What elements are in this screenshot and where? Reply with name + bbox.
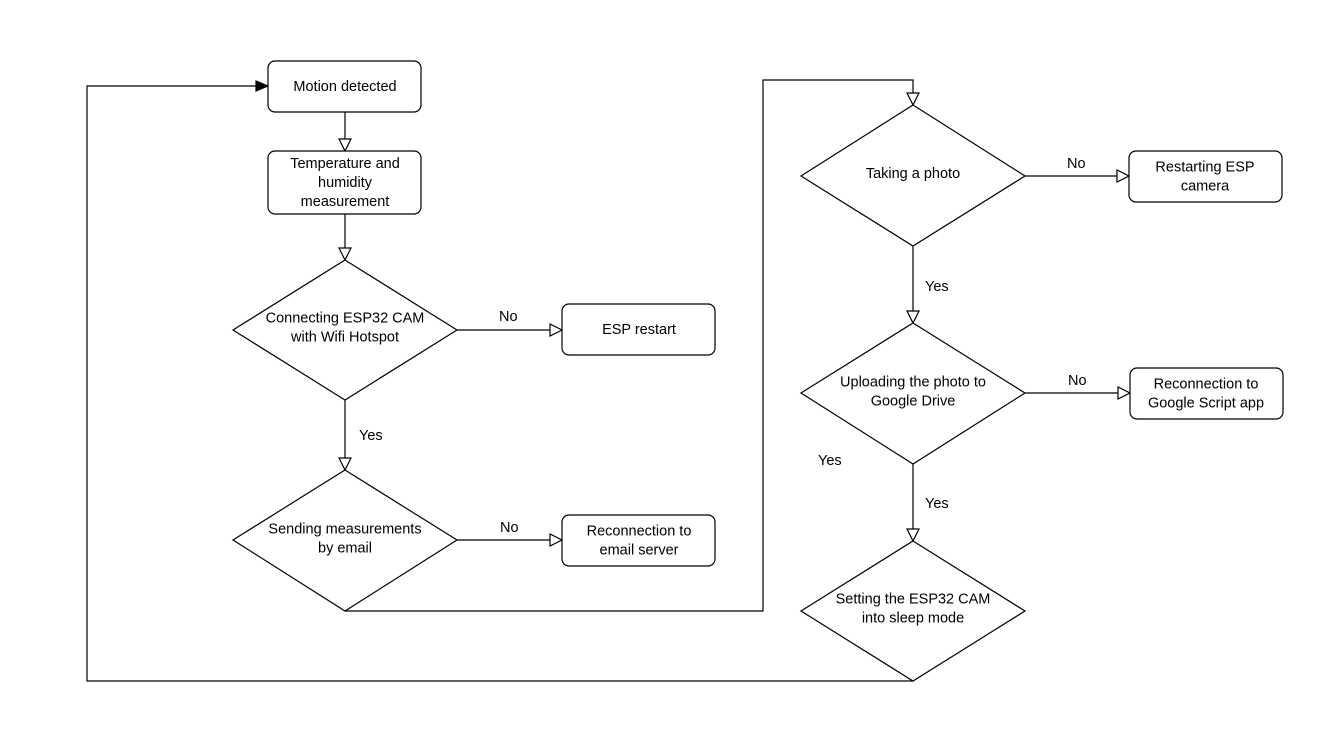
arrowhead: [906, 528, 920, 543]
node-label-line: humidity: [318, 175, 373, 191]
node-label-line: Temperature and: [290, 156, 400, 172]
edge-label-upload-yes: Yes: [925, 496, 949, 512]
node-label-line: Connecting ESP32 CAM: [266, 311, 425, 327]
arrowhead: [1117, 386, 1132, 400]
node-measurement: [267, 150, 422, 215]
arrowhead: [1116, 169, 1131, 183]
node-measurement-label: Temperature and humidity measurement: [290, 156, 400, 210]
node-label-line: measurement: [301, 194, 390, 210]
node-label-line: camera: [1181, 179, 1230, 195]
node-esp-restart-label: ESP restart: [602, 322, 676, 338]
node-label-line: Restarting ESP: [1155, 160, 1254, 176]
node-email-label: Sending measurements by email: [268, 522, 421, 557]
node-upload-decision: [799, 322, 1027, 465]
node-email-decision: [231, 469, 459, 612]
node-label-line: Taking a photo: [866, 166, 960, 182]
node-sleep-label: Setting the ESP32 CAM into sleep mode: [836, 592, 991, 627]
node-reconnect-script-label: Reconnection to Google Script app: [1148, 377, 1264, 412]
node-label-line: Motion detected: [293, 79, 396, 95]
node-photo-label: Taking a photo: [866, 166, 960, 182]
node-connect-decision: [231, 259, 459, 401]
node-reconnect-email-label: Reconnection to email server: [587, 524, 692, 559]
edge-label-upload-yes-left: Yes: [818, 453, 842, 469]
node-sleep: [799, 540, 1027, 682]
node-label-line: ESP restart: [602, 322, 676, 338]
node-photo-decision: [799, 104, 1027, 247]
arrowhead: [549, 533, 564, 547]
node-reconnect-email: [561, 514, 716, 567]
node-label-line: Reconnection to: [1154, 377, 1259, 393]
node-upload-label: Uploading the photo to Google Drive: [840, 375, 986, 410]
node-label-line: Reconnection to: [587, 524, 692, 540]
node-label-line: by email: [318, 541, 372, 557]
node-label-line: Google Drive: [871, 394, 956, 410]
node-label-line: Setting the ESP32 CAM: [836, 592, 991, 608]
arrowhead: [906, 92, 920, 107]
node-connect-label: Connecting ESP32 CAM with Wifi Hotspot: [266, 311, 425, 346]
edge-sleep-to-motion: [86, 85, 913, 682]
edge-label-email-no: No: [500, 520, 519, 536]
node-label-line: email server: [600, 543, 679, 559]
edge-label-connect-yes: Yes: [359, 428, 383, 444]
node-reconnect-script: [1129, 367, 1284, 420]
node-motion-label: Motion detected: [293, 79, 396, 95]
node-restart-cam-label: Restarting ESP camera: [1155, 160, 1254, 195]
arrowhead: [906, 310, 920, 325]
edge-label-upload-no: No: [1068, 373, 1087, 389]
node-label-line: with Wifi Hotspot: [290, 330, 399, 346]
arrowhead: [549, 323, 564, 337]
edge-email-to-photo: [345, 79, 914, 612]
arrowhead: [338, 457, 352, 472]
edge-label-photo-no: No: [1067, 156, 1086, 172]
node-label-line: into sleep mode: [862, 611, 964, 627]
arrowhead: [255, 80, 270, 92]
node-label-line: Google Script app: [1148, 396, 1264, 412]
node-label-line: Sending measurements: [268, 522, 421, 538]
node-restart-cam: [1128, 150, 1283, 203]
node-esp-restart: [561, 303, 716, 356]
arrowhead: [338, 138, 352, 153]
edge-label-connect-no: No: [499, 309, 518, 325]
arrowhead: [338, 247, 352, 262]
node-label-line: Uploading the photo to: [840, 375, 986, 391]
node-motion-detected: [267, 60, 422, 113]
edge-label-photo-yes: Yes: [925, 279, 949, 295]
